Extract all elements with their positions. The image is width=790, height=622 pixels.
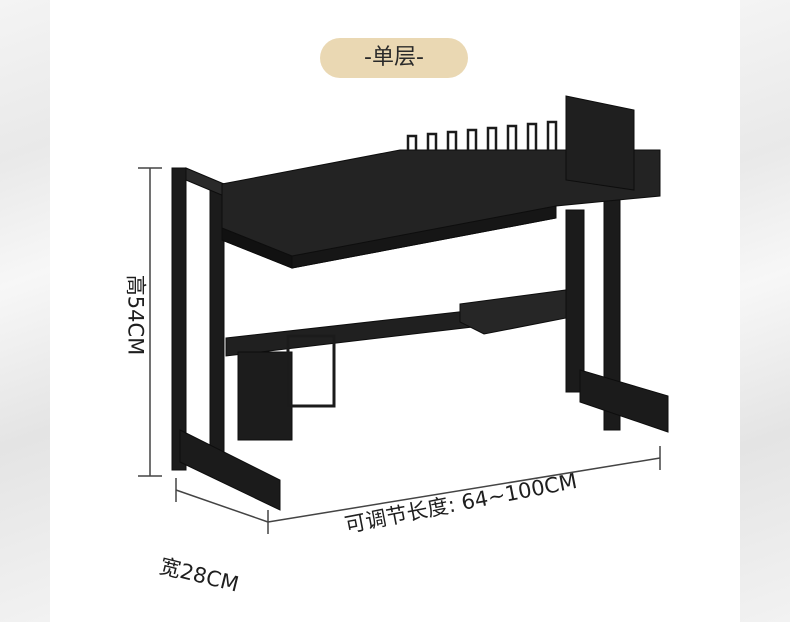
marble-border-left	[0, 0, 50, 622]
white-panel	[50, 0, 740, 622]
dish-slots	[406, 120, 558, 150]
utensil-tray	[459, 289, 567, 335]
back-panel	[565, 95, 635, 191]
length-dimension-line	[267, 446, 661, 523]
height-dimension-line	[138, 167, 162, 477]
dish-rack-icon	[171, 95, 669, 511]
right-base	[579, 369, 669, 433]
right-front-post	[565, 209, 585, 393]
marble-border-right	[740, 0, 790, 622]
cutlery-cup	[286, 334, 336, 408]
left-front-post	[171, 167, 187, 471]
knife-holder	[237, 351, 293, 441]
height-label: 高54CM	[123, 274, 148, 356]
single-tier-badge: -单层-	[320, 38, 468, 78]
left-base	[179, 429, 281, 511]
